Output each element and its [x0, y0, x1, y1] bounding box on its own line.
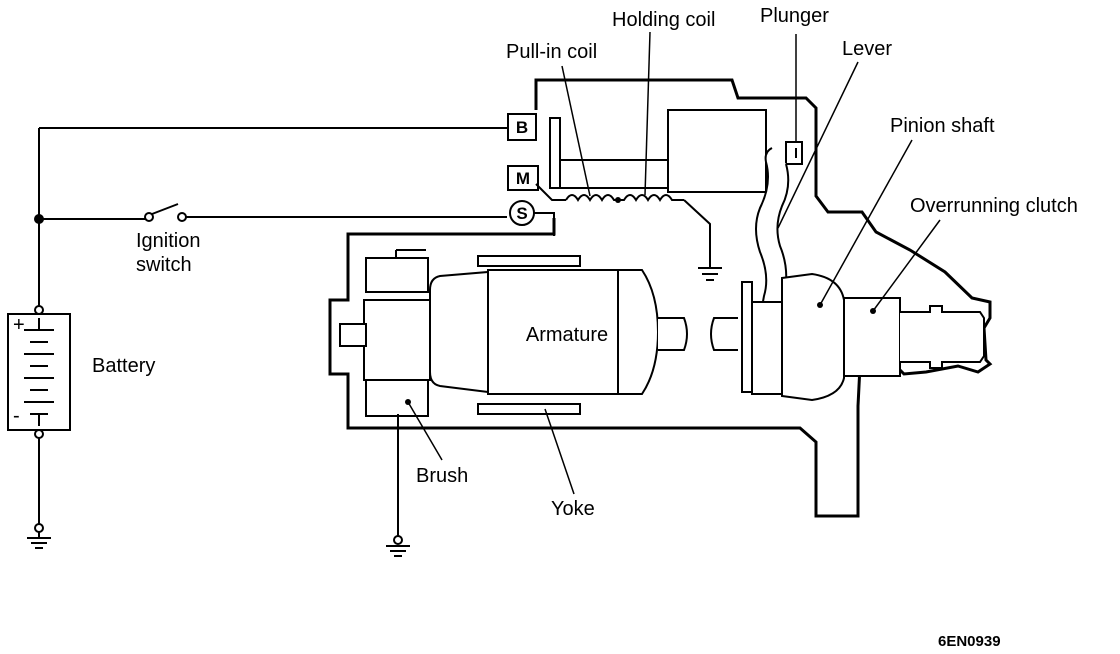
terminal-m-label: M — [516, 169, 530, 188]
ignition-switch-label-line1: Ignition — [136, 230, 201, 252]
brush-ground-icon — [386, 535, 410, 557]
terminal-s-label: S — [516, 204, 527, 223]
shaft-stub-left — [339, 323, 367, 347]
brush — [363, 249, 431, 417]
ignition-switch-label-line2: switch — [136, 254, 192, 276]
armature-shaft — [658, 317, 738, 351]
pull-in-coil — [565, 194, 621, 203]
yoke — [477, 255, 581, 415]
yoke-label: Yoke — [551, 498, 595, 520]
terminal-b: B — [507, 113, 537, 141]
pinion-shaft-label: Pinion shaft — [890, 115, 995, 137]
figure-code: 6EN0939 — [938, 633, 1001, 650]
ignition-switch — [144, 203, 507, 222]
solenoid-internals — [549, 109, 767, 193]
battery-wiring — [34, 127, 508, 524]
terminal-m: M — [507, 165, 539, 191]
plunger — [785, 141, 803, 165]
solenoid-housing — [328, 78, 993, 518]
holding-coil-label: Holding coil — [612, 9, 715, 31]
overrunning-clutch-label: Overrunning clutch — [910, 195, 1078, 217]
battery-label: Battery — [92, 355, 155, 377]
battery: + - — [7, 313, 71, 431]
battery-ground-icon — [27, 523, 51, 549]
holding-coil-ground-icon — [698, 267, 722, 281]
pull-in-coil-label: Pull-in coil — [506, 41, 597, 63]
armature-label: Armature — [526, 324, 608, 346]
terminal-s: S — [509, 200, 535, 226]
pinion-assembly — [741, 272, 985, 402]
armature: Armature — [429, 269, 660, 395]
holding-coil — [618, 194, 711, 268]
brush-label: Brush — [416, 465, 468, 487]
battery-minus-sign: - — [13, 405, 20, 427]
solenoid-coil-wiring — [534, 183, 566, 236]
plunger-label: Plunger — [760, 5, 829, 27]
leader-lines — [407, 31, 941, 495]
lever-label: Lever — [842, 38, 892, 60]
battery-plus-sign: + — [13, 314, 25, 336]
terminal-b-label: B — [516, 118, 528, 137]
